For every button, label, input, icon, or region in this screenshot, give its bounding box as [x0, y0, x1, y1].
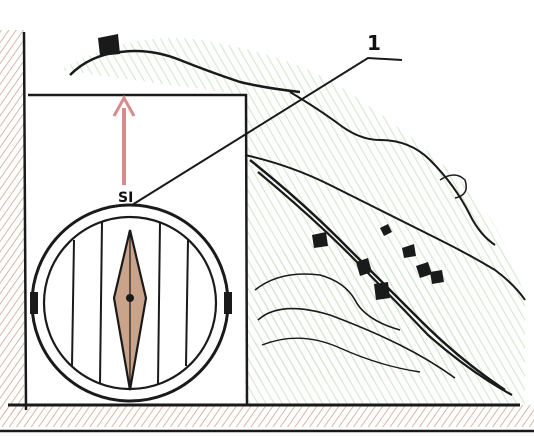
ground-strip-left [0, 30, 24, 415]
ground-strip-bottom [0, 405, 534, 427]
callout-number-label: 1 [367, 31, 381, 55]
compass-icon [30, 205, 232, 401]
